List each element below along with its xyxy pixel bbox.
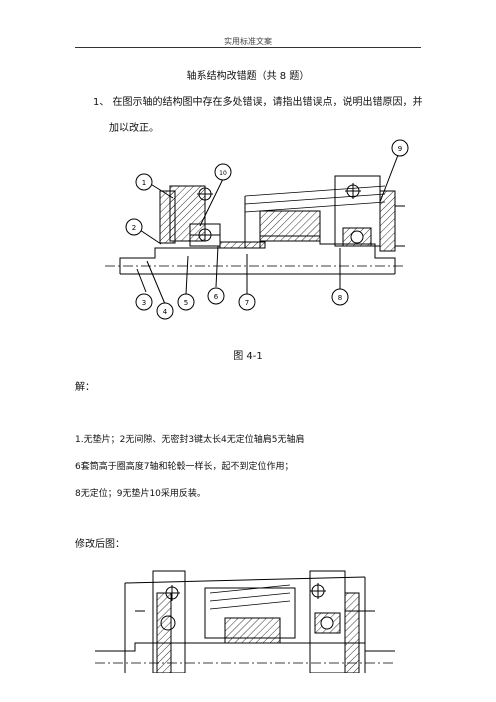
page-header: 实用标准文案: [224, 37, 272, 46]
svg-text:10: 10: [219, 170, 227, 177]
callout-7: 7: [238, 293, 256, 311]
svg-text:5: 5: [184, 299, 188, 307]
callout-4: 4: [156, 302, 174, 320]
modified-figure-label: 修改后图：: [75, 539, 125, 550]
solution-line-3: 8无定位；9无垫片10采用反装。: [75, 489, 206, 499]
modified-drawing-lines: [95, 570, 395, 673]
callout-1: 1: [135, 173, 153, 191]
callout-9: 9: [391, 139, 409, 157]
question-text-line1: 1、 在图示轴的结构图中存在多处错误，请指出错误点，说明出错原因，并: [93, 97, 423, 108]
shaft-structure-figure: 1 2 3 4 5 6 7 8 9 10: [105, 139, 409, 320]
svg-text:9: 9: [398, 145, 402, 153]
svg-text:1: 1: [142, 179, 146, 187]
svg-text:7: 7: [245, 299, 249, 307]
svg-text:3: 3: [142, 299, 146, 307]
solution-line-1: 1.无垫片；2无间隙、无密封3键太长4无定位轴肩5无轴肩: [75, 435, 305, 445]
callout-6: 6: [207, 287, 225, 305]
svg-text:6: 6: [214, 293, 219, 301]
callout-markers: 1 2 3 4 5 6 7 8 9 10: [125, 139, 409, 320]
callout-2: 2: [125, 218, 143, 236]
drawing-lines: [105, 154, 405, 305]
header-divider: [75, 47, 421, 48]
question-text-line2: 加以改正。: [109, 123, 159, 134]
document-title: 轴系结构改错题（共 8 题）: [186, 71, 310, 82]
svg-text:8: 8: [338, 294, 342, 302]
svg-text:4: 4: [163, 308, 168, 316]
svg-text:2: 2: [132, 224, 136, 232]
callout-10: 10: [214, 163, 232, 181]
figure-caption: 图 4-1: [233, 351, 263, 362]
callout-5: 5: [177, 293, 195, 311]
solution-line-2: 6套筒高于圈高度7轴和轮毂一样长，起不到定位作用；: [75, 462, 294, 472]
solution-label: 解：: [75, 382, 95, 393]
modified-shaft-figure: [95, 570, 395, 673]
callout-3: 3: [135, 293, 153, 311]
callout-8: 8: [331, 288, 349, 306]
